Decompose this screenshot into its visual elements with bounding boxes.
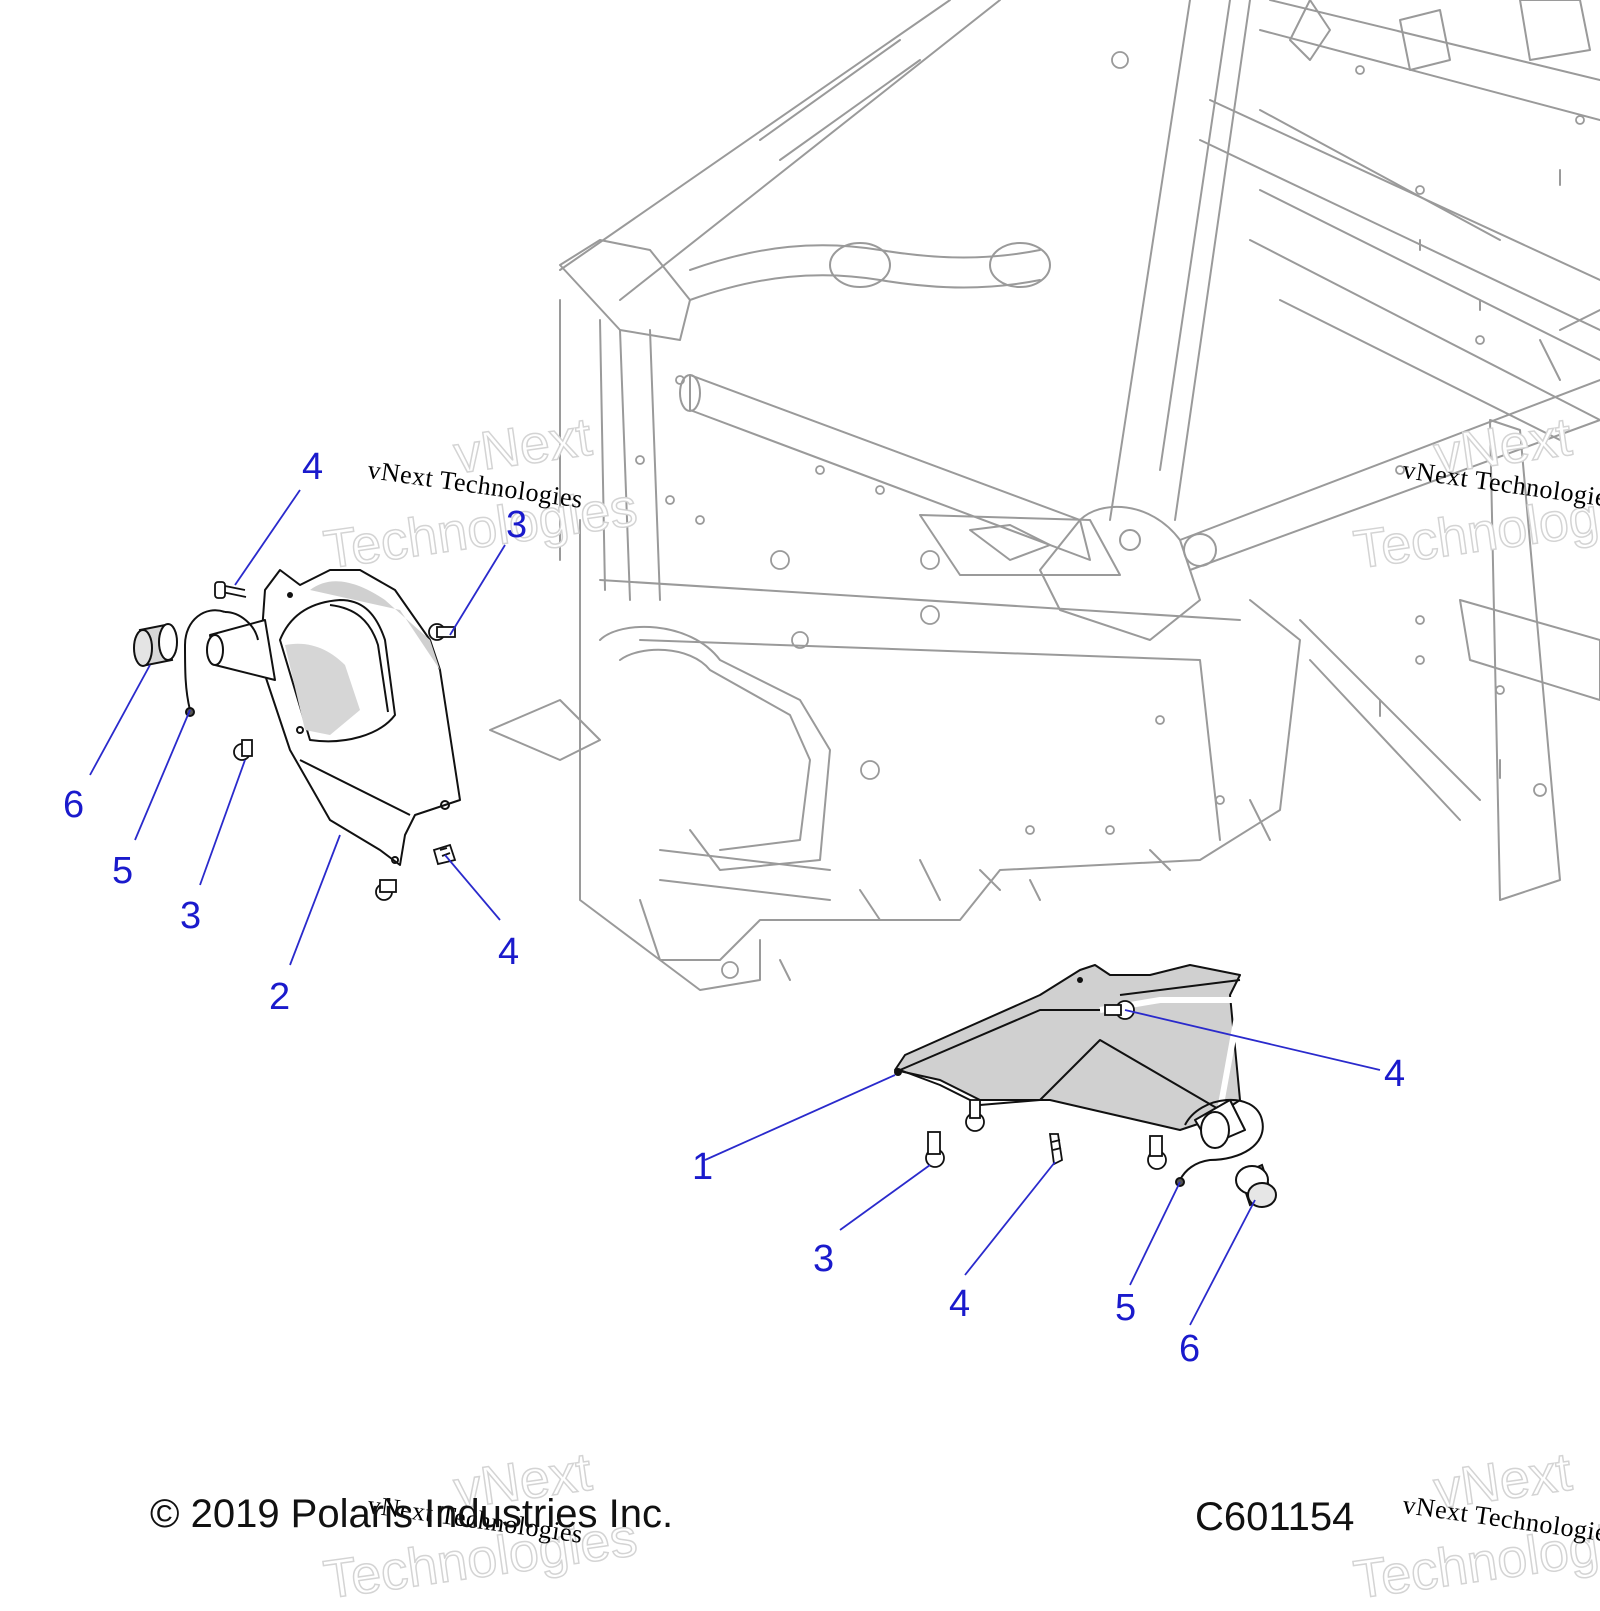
vehicle-frame — [489, 0, 1600, 991]
left-cap-part-6 — [133, 623, 178, 667]
callout-left-5: 5 — [112, 850, 134, 892]
callout-right-4-bottom: 4 — [949, 1283, 971, 1325]
callout-right-4-top: 4 — [1384, 1053, 1406, 1095]
callout-left-4-top: 4 — [302, 446, 324, 488]
callout-left-3-bottom: 3 — [180, 895, 202, 937]
left-shroud-part-2 — [206, 569, 461, 866]
leader-lines — [89, 489, 1381, 1326]
left-fasteners — [214, 581, 457, 901]
callout-right-3: 3 — [813, 1238, 835, 1280]
callout-left-4-bottom: 4 — [498, 931, 520, 973]
copyright-text: © 2019 Polaris Industries Inc. — [150, 1492, 674, 1536]
callout-left-2: 2 — [269, 976, 291, 1018]
right-shroud-part-1 — [894, 964, 1246, 1149]
figure-code: C601154 — [1195, 1495, 1355, 1539]
callout-right-1: 1 — [692, 1146, 714, 1188]
right-cap-part-6 — [1235, 1163, 1277, 1208]
callout-right-6: 6 — [1179, 1328, 1201, 1370]
right-fasteners — [925, 1000, 1167, 1170]
callout-left-3-top: 3 — [506, 504, 528, 546]
callout-right-5: 5 — [1115, 1287, 1137, 1329]
callout-left-6: 6 — [63, 784, 85, 826]
right-clamp-part-5 — [1175, 1098, 1264, 1187]
